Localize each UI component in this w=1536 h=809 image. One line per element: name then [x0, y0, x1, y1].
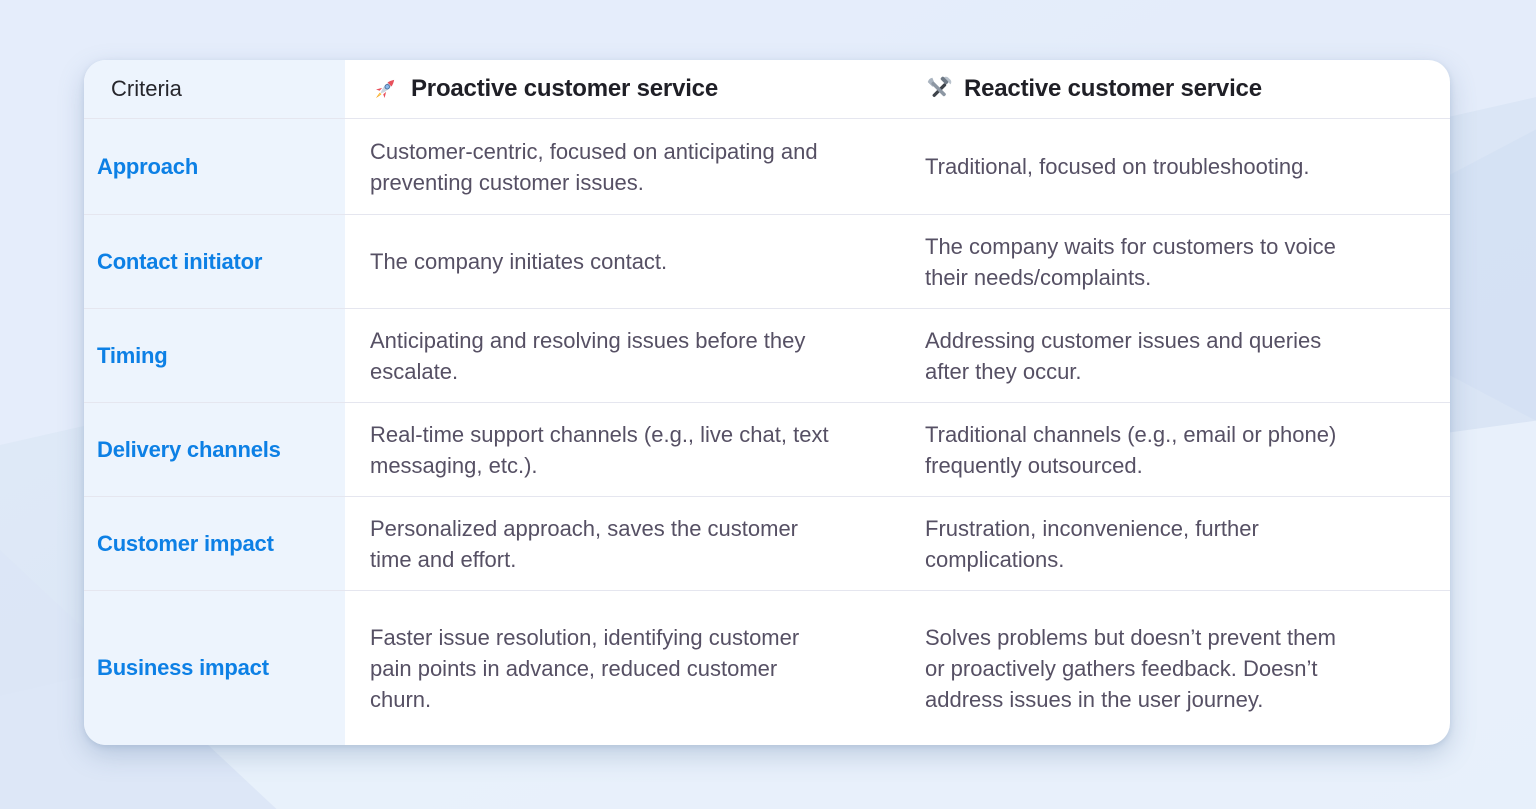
- reactive-text: Frustration, inconvenience, further comp…: [925, 515, 1259, 572]
- table-row: Contact initiator The company initiates …: [84, 215, 1450, 309]
- row-label-cell: Business impact: [84, 591, 345, 745]
- proactive-cell: Real-time support channels (e.g., live c…: [345, 403, 897, 496]
- criteria-header-label: Criteria: [111, 76, 182, 101]
- reactive-cell: Frustration, inconvenience, further comp…: [897, 497, 1450, 590]
- table-header-row: Criteria: [84, 60, 1450, 119]
- proactive-text: Anticipating and resolving issues before…: [370, 327, 806, 384]
- proactive-cell: Faster issue resolution, identifying cus…: [345, 591, 897, 745]
- row-label-cell: Customer impact: [84, 497, 345, 590]
- proactive-text: Personalized approach, saves the custome…: [370, 515, 799, 572]
- row-label-cell: Contact initiator: [84, 215, 345, 308]
- proactive-header-label: Proactive customer service: [411, 75, 718, 102]
- criteria-header-cell: Criteria: [84, 60, 345, 118]
- table-row: Approach Customer-centric, focused on an…: [84, 119, 1450, 215]
- proactive-cell: Anticipating and resolving issues before…: [345, 309, 897, 402]
- table-row: Timing Anticipating and resolving issues…: [84, 309, 1450, 403]
- reactive-cell: Solves problems but doesn’t prevent them…: [897, 591, 1450, 745]
- proactive-cell: Personalized approach, saves the custome…: [345, 497, 897, 590]
- hammer-wrench-icon: [925, 75, 953, 103]
- reactive-header-cell: Reactive customer service: [897, 60, 1450, 118]
- reactive-text: Traditional, focused on troubleshooting.: [925, 154, 1310, 179]
- proactive-header-cell: Proactive customer service: [345, 60, 897, 118]
- proactive-cell: Customer-centric, focused on anticipatin…: [345, 119, 897, 214]
- reactive-text: The company waits for customers to voice…: [925, 233, 1336, 290]
- reactive-text: Solves problems but doesn’t prevent them…: [925, 624, 1336, 712]
- proactive-text: Real-time support channels (e.g., live c…: [370, 421, 829, 478]
- rocket-icon: [370, 74, 400, 104]
- proactive-text: Faster issue resolution, identifying cus…: [370, 624, 800, 712]
- table-row: Delivery channels Real-time support chan…: [84, 403, 1450, 497]
- reactive-cell: Traditional channels (e.g., email or pho…: [897, 403, 1450, 496]
- reactive-text: Addressing customer issues and queries a…: [925, 327, 1322, 384]
- reactive-cell: Addressing customer issues and queries a…: [897, 309, 1450, 402]
- row-label: Business impact: [97, 655, 269, 680]
- reactive-cell: Traditional, focused on troubleshooting.: [897, 119, 1450, 214]
- table-row: Customer impact Personalized approach, s…: [84, 497, 1450, 591]
- row-label: Delivery channels: [97, 436, 281, 462]
- row-label: Timing: [97, 342, 168, 368]
- proactive-cell: The company initiates contact.: [345, 215, 897, 308]
- proactive-text: The company initiates contact.: [370, 249, 668, 274]
- comparison-table-card: Criteria: [84, 60, 1450, 745]
- row-label: Approach: [97, 153, 199, 179]
- reactive-cell: The company waits for customers to voice…: [897, 215, 1450, 308]
- reactive-text: Traditional channels (e.g., email or pho…: [925, 421, 1337, 478]
- reactive-header-label: Reactive customer service: [964, 75, 1262, 102]
- table-row: Business impact Faster issue resolution,…: [84, 591, 1450, 745]
- row-label-cell: Approach: [84, 119, 345, 214]
- row-label: Contact initiator: [97, 248, 263, 274]
- row-label-cell: Timing: [84, 309, 345, 402]
- row-label: Customer impact: [97, 530, 274, 556]
- row-label-cell: Delivery channels: [84, 403, 345, 496]
- proactive-text: Customer-centric, focused on anticipatin…: [370, 138, 818, 195]
